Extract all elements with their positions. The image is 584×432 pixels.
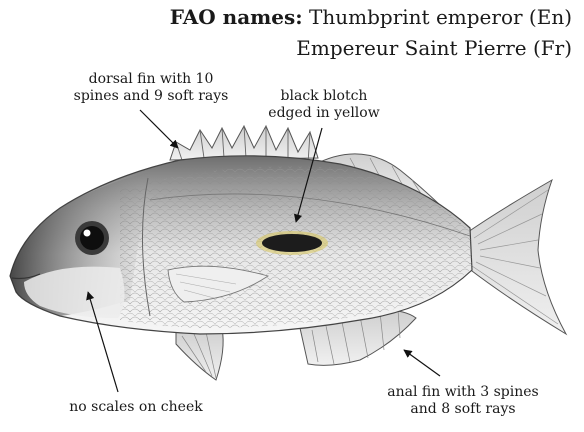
anal-fin-label: anal fin with 3 spines and 8 soft rays	[360, 384, 566, 418]
fao-names-label: FAO names:	[170, 5, 303, 29]
blotch-label-line2: edged in yellow	[262, 105, 386, 122]
cheek-label: no scales on cheek	[36, 399, 236, 416]
english-name: Thumbprint emperor (En)	[309, 5, 572, 29]
fao-names-english: FAO names: Thumbprint emperor (En)	[170, 2, 572, 32]
blotch-label-line1: black blotch	[262, 88, 386, 105]
dorsal-fin-label-line2: spines and 9 soft rays	[46, 88, 256, 105]
pelvic-fin	[176, 328, 223, 380]
black-blotch	[256, 231, 328, 255]
blotch-label: black blotch edged in yellow	[262, 88, 386, 122]
anal-fin-label-line2: and 8 soft rays	[360, 401, 566, 418]
french-name: Empereur Saint Pierre (Fr)	[296, 33, 572, 63]
anal-fin-label-line1: anal fin with 3 spines	[360, 384, 566, 401]
cheek-label-line1: no scales on cheek	[36, 399, 236, 416]
eye	[75, 221, 109, 255]
dorsal-fin-label: dorsal fin with 10 spines and 9 soft ray…	[46, 71, 256, 105]
dorsal-fin-label-line1: dorsal fin with 10	[46, 71, 256, 88]
caudal-fin	[468, 180, 566, 334]
